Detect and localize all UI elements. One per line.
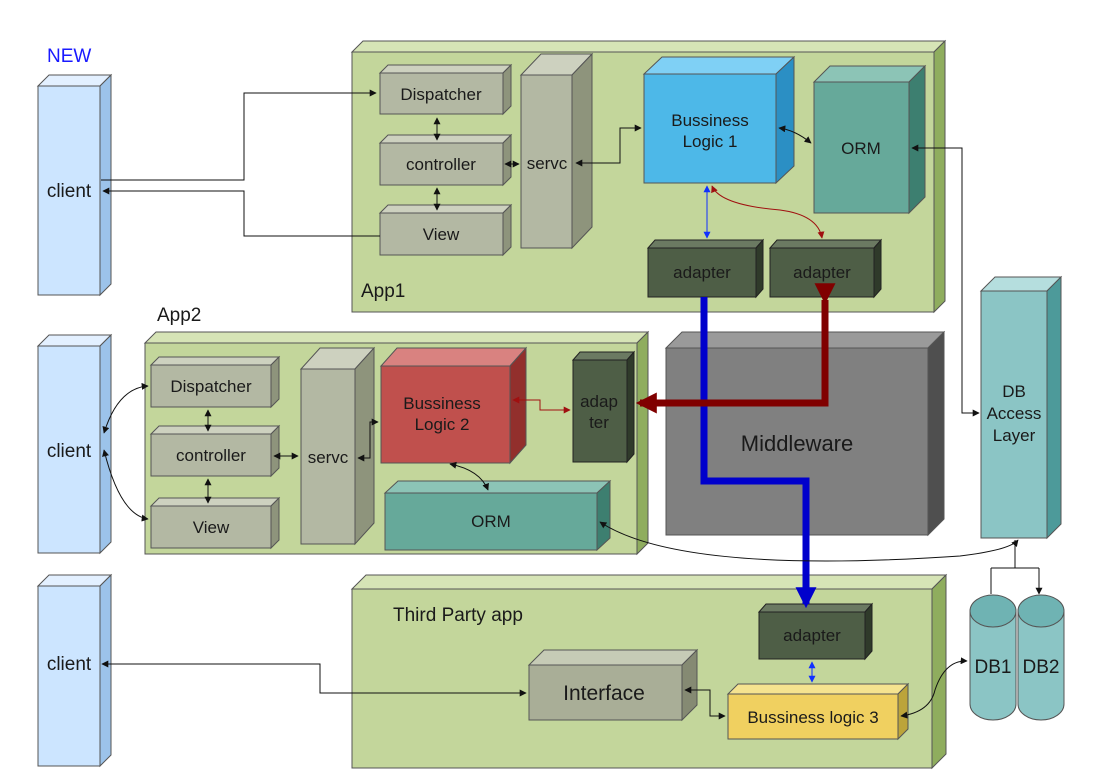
connector-orm-dbaccess-2 <box>599 521 1019 562</box>
app1-logic-box <box>642 55 796 185</box>
client-box-3 <box>36 573 113 768</box>
connector-logic2-orm <box>449 461 489 491</box>
app2-view-label: View <box>193 518 230 537</box>
interface-box <box>527 648 699 722</box>
app1-controller-label: controller <box>406 155 476 174</box>
db1-cylinder <box>969 594 1017 721</box>
app1-dispatcher-label: Dispatcher <box>400 85 482 104</box>
app2-adapter-box <box>571 350 636 464</box>
connector-client1-dispatcher <box>101 89 377 181</box>
app1-adapter2-label: adapter <box>793 263 851 282</box>
colored-connectors <box>512 185 825 683</box>
new-label: NEW <box>47 46 91 67</box>
middleware-label: Middleware <box>741 431 854 456</box>
logic3-label: Bussiness logic 3 <box>747 708 878 727</box>
connector-interface-logic3 <box>684 686 726 720</box>
connector-client3-interface <box>101 660 527 697</box>
app2-label: App2 <box>157 305 201 326</box>
connector-dbaccess-db-split <box>990 540 1039 594</box>
app1-controller-box <box>378 133 513 187</box>
third-party-adapter-box <box>757 602 874 661</box>
connector-client2-dispatcher <box>102 382 149 434</box>
connector-logic1-orm <box>778 125 812 144</box>
app2-adapter-line1: adap <box>580 392 618 411</box>
client-label-3: client <box>47 654 92 675</box>
app2-controller-label: controller <box>176 446 246 465</box>
db-access-line3: Layer <box>993 426 1036 445</box>
db-access-line1: DB <box>1002 382 1026 401</box>
app2-view-box <box>149 496 281 550</box>
red-flow-path <box>635 283 836 414</box>
client-box-1 <box>36 73 113 297</box>
connector-view-client1 <box>102 187 380 237</box>
connector-orm-dbaccess <box>911 144 980 417</box>
client-label-1: client <box>47 181 92 202</box>
app2-adapter-line2: ter <box>589 413 609 432</box>
db2-cylinder <box>1017 594 1065 721</box>
app1-logic-line2: Logic 1 <box>683 132 738 151</box>
third-party-label: Third Party app <box>393 605 523 626</box>
logic3-box <box>726 682 910 741</box>
app1-view-box <box>378 203 513 257</box>
connector-logic2-adapter <box>512 396 571 414</box>
connector-client2-view <box>102 449 149 522</box>
app1-adapter1-label: adapter <box>673 263 731 282</box>
app2-controller-box <box>149 424 281 478</box>
app2-dispatcher-label: Dispatcher <box>170 377 252 396</box>
app2-orm-label: ORM <box>471 512 511 531</box>
connector-logic3-db1 <box>900 657 968 719</box>
app1-logic-line1: Bussiness <box>671 111 748 130</box>
third-party-adapter-label: adapter <box>783 626 841 645</box>
app2-logic-line2: Logic 2 <box>415 415 470 434</box>
app1-view-label: View <box>423 225 460 244</box>
db2-label: DB2 <box>1023 657 1060 678</box>
app1-orm-label: ORM <box>841 139 881 158</box>
app1-dispatcher-box <box>378 63 513 116</box>
interface-label: Interface <box>563 682 645 705</box>
app1-servc-box <box>519 52 594 250</box>
db1-label: DB1 <box>975 657 1012 678</box>
app2-logic-box <box>379 346 528 465</box>
app2-servc-label: servc <box>308 448 349 467</box>
app2-logic-line1: Bussiness <box>403 394 480 413</box>
connector-logic1-adapter2 <box>711 185 825 239</box>
client-label-2: client <box>47 441 92 462</box>
connectors <box>101 89 1039 720</box>
app2-orm-box <box>383 479 612 552</box>
app1-label: App1 <box>361 281 405 302</box>
db-access-line2: Access <box>987 404 1042 423</box>
connector-app2-servc-logic2 <box>357 418 379 462</box>
app2-dispatcher-box <box>149 355 281 409</box>
connector-servc-logic1 <box>575 124 642 167</box>
app1-servc-label: servc <box>527 154 568 173</box>
app2-servc-box <box>299 346 376 546</box>
